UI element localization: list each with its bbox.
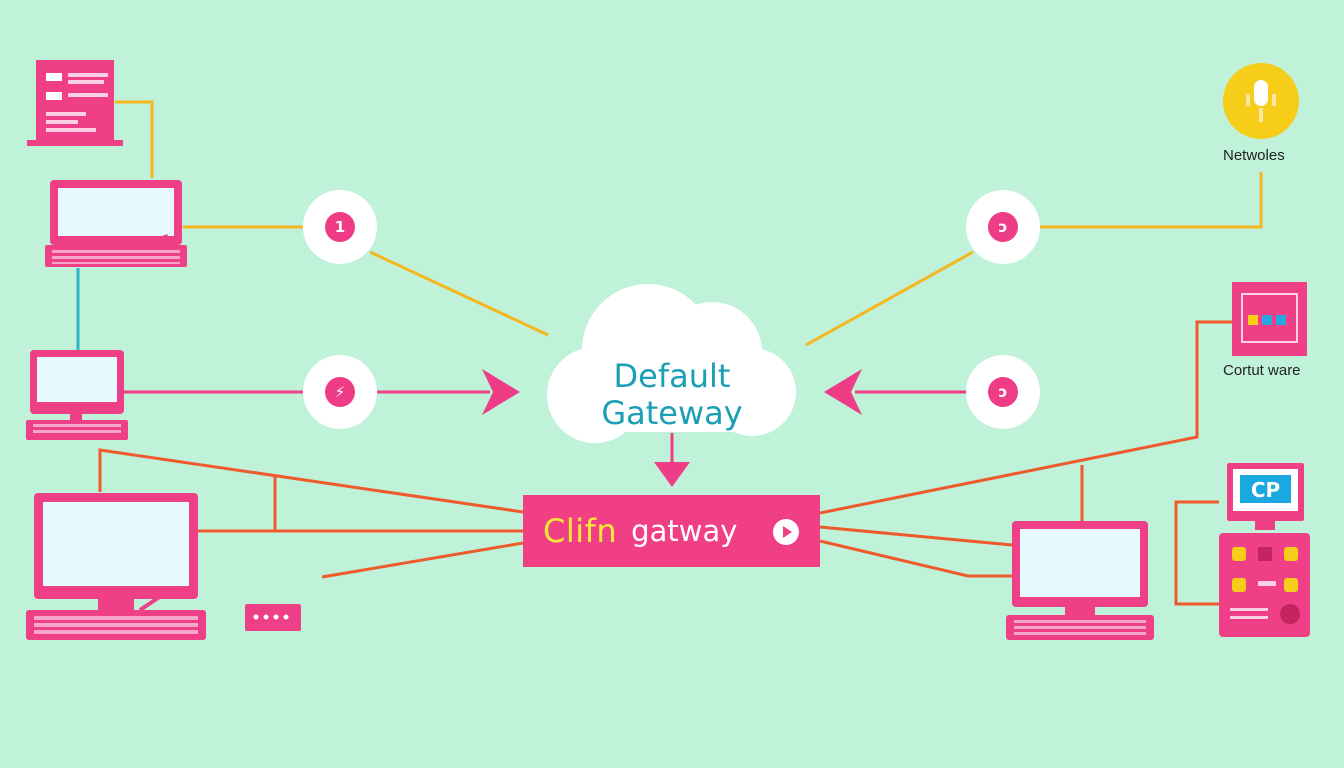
step-badge-4-glyph: ↄ (988, 377, 1018, 407)
cloud-line-2: Gateway (601, 394, 743, 432)
client-gateway-box: Clifn gatway (523, 495, 820, 567)
step-badge-4: ↄ (966, 355, 1040, 429)
line-right-device-bracket (1174, 500, 1219, 606)
gateway-highlight-text: Clifn (543, 512, 618, 550)
step-badge-2: ↄ (966, 190, 1040, 264)
step-badge-1-glyph: 1 (325, 212, 355, 242)
laptop-icon (26, 350, 128, 440)
connection-lines (76, 100, 1263, 606)
line-left-bus-low (321, 541, 524, 579)
cortut-ware-label: Cortut ware (1223, 362, 1301, 379)
cortut-ware-icon (1232, 282, 1307, 356)
line-badge2-to-cloud (805, 250, 974, 347)
line-badge2-to-network (1040, 172, 1263, 229)
arrow-down-icon (654, 462, 690, 487)
gateway-text: gatway (631, 514, 738, 548)
small-device-icon (245, 604, 301, 631)
line-badge1-to-cloud (369, 250, 549, 337)
cp-label: CP (1250, 478, 1281, 502)
cloud-line-1: Default (613, 357, 731, 395)
arrow-right-icon (482, 369, 520, 415)
step-badge-1: 1 (303, 190, 377, 264)
line-gateway-to-right-pc (819, 525, 1013, 547)
computer-icon-1 (45, 180, 187, 267)
cloud-shape (547, 284, 796, 443)
server-document-icon (27, 60, 123, 146)
line-server-to-pc (115, 100, 154, 178)
computer-icon-3 (1006, 521, 1154, 640)
default-gateway-label: Default Gateway (547, 358, 797, 432)
control-panel-icon (1219, 533, 1310, 637)
step-badge-2-glyph: ↄ (988, 212, 1018, 242)
line-left-bus-top (98, 448, 524, 514)
play-icon (773, 519, 799, 545)
line-gateway-to-cortut (819, 320, 1232, 515)
cp-monitor-icon (1227, 463, 1304, 530)
step-badge-3-glyph: ⚡ (325, 377, 355, 407)
microphone-icon (1223, 63, 1299, 139)
step-badge-3: ⚡ (303, 355, 377, 429)
network-label: Netwoles (1223, 147, 1285, 164)
line-gateway-low-right (819, 539, 1012, 578)
arrow-left-icon (824, 369, 862, 415)
computer-icon-2 (26, 493, 206, 640)
